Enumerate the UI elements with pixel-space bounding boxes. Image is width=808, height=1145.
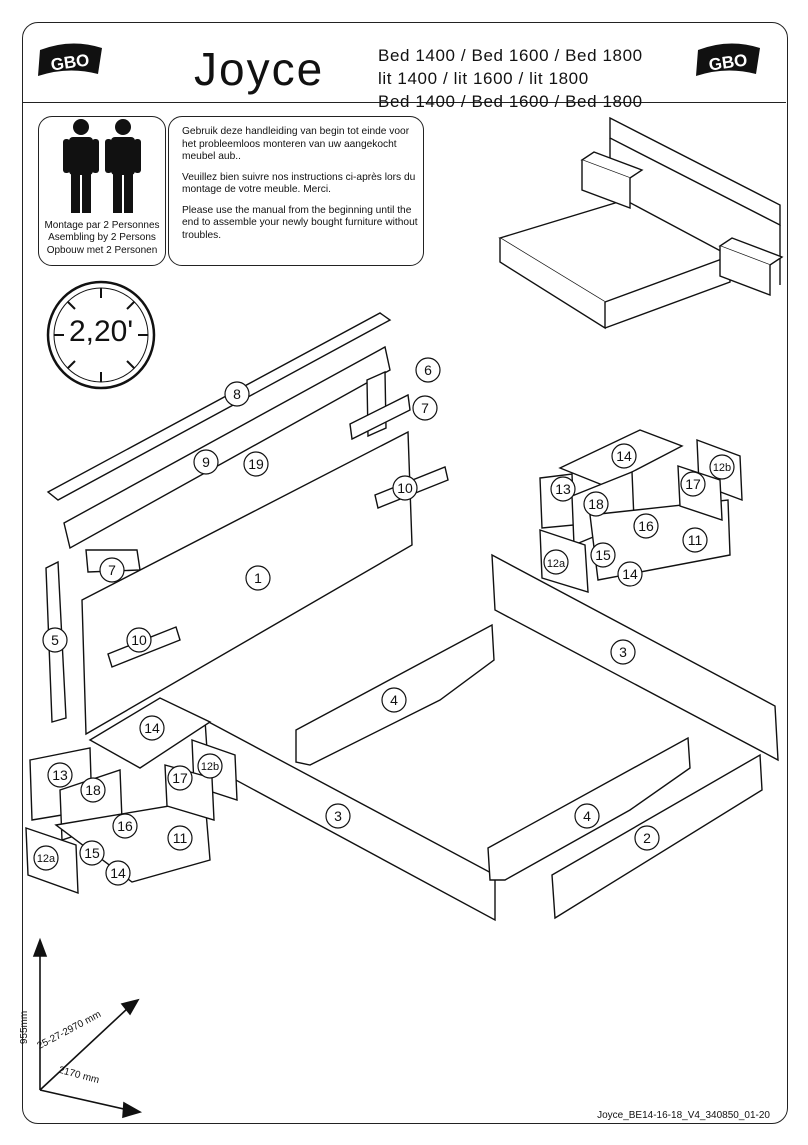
instruction-en: Please use the manual from the beginning… <box>182 204 418 241</box>
part-label: 15 <box>84 845 100 861</box>
part-label: 4 <box>583 808 591 824</box>
gbo-logo: GBO <box>36 40 106 80</box>
part-label: 3 <box>619 644 627 660</box>
persons-line-fr: Montage par 2 Personnes <box>44 219 160 231</box>
model-lines: Bed 1400 / Bed 1600 / Bed 1800 lit 1400 … <box>378 44 643 113</box>
part-label: 14 <box>110 865 126 881</box>
dimension-height: 955mm <box>19 1010 31 1045</box>
part-label: 7 <box>108 562 116 578</box>
persons-line-en: Asembling by 2 Persons <box>48 232 156 243</box>
model-line-fr: lit 1400 / lit 1600 / lit 1800 <box>378 69 589 88</box>
assembly-time: 2,20' <box>68 315 134 348</box>
instructions: Gebruik deze handleiding van begin tot e… <box>182 126 418 250</box>
part-label: 13 <box>52 767 68 783</box>
persons-line-nl: Opbouw met 2 Personen <box>46 244 158 256</box>
part-label: 2 <box>643 830 651 846</box>
part-label: 1 <box>254 570 262 586</box>
part-label: 13 <box>555 481 571 497</box>
part-label: 3 <box>334 808 342 824</box>
part-label: 12b <box>201 761 219 773</box>
header: GBO Joyce Bed 1400 / Bed 1600 / Bed 1800… <box>22 22 786 111</box>
gbo-logo-right: GBO <box>694 40 764 80</box>
part-label: 17 <box>172 770 188 786</box>
part-label: 15 <box>595 547 611 563</box>
document-code: Joyce_BE14-16-18_V4_340850_01-20 <box>597 1110 770 1121</box>
part-label: 7 <box>421 400 429 416</box>
part-label: 6 <box>424 362 432 378</box>
part-label: 9 <box>202 454 210 470</box>
part-label: 16 <box>117 818 133 834</box>
part-label: 11 <box>688 532 703 548</box>
part-label: 11 <box>173 830 188 846</box>
persons-panel: Montage par 2 Personnes Asembling by 2 P… <box>38 116 166 266</box>
part-label: 12a <box>37 853 56 865</box>
clock-icon: 2,20' <box>46 280 156 390</box>
part-label: 8 <box>233 386 241 402</box>
part-label: 18 <box>588 496 604 512</box>
instruction-nl: Gebruik deze handleiding van begin tot e… <box>182 126 410 162</box>
part-label: 12b <box>713 462 731 474</box>
part-label: 5 <box>51 632 59 648</box>
part-label: 12a <box>547 558 566 570</box>
part-label: 10 <box>131 632 147 648</box>
model-line-en: Bed 1400 / Bed 1600 / Bed 1800 <box>378 92 643 111</box>
persons-text: Montage par 2 Personnes Asembling by 2 P… <box>39 220 165 258</box>
part-label: 14 <box>616 448 632 464</box>
instruction-fr: Veuillez bien suivre nos instructions ci… <box>182 171 416 196</box>
page-frame <box>22 22 788 1124</box>
part-label: 14 <box>144 720 160 736</box>
part-label: 18 <box>85 782 101 798</box>
instructions-panel <box>168 116 424 266</box>
product-name: Joyce <box>194 43 325 95</box>
part-label: 17 <box>685 476 701 492</box>
part-label: 4 <box>390 692 398 708</box>
part-label: 10 <box>397 480 413 496</box>
part-label: 16 <box>638 518 654 534</box>
two-persons-icon <box>63 119 141 213</box>
part-label: 14 <box>622 566 638 582</box>
model-line-nl: Bed 1400 / Bed 1600 / Bed 1800 <box>378 46 643 65</box>
part-label: 19 <box>248 456 264 472</box>
